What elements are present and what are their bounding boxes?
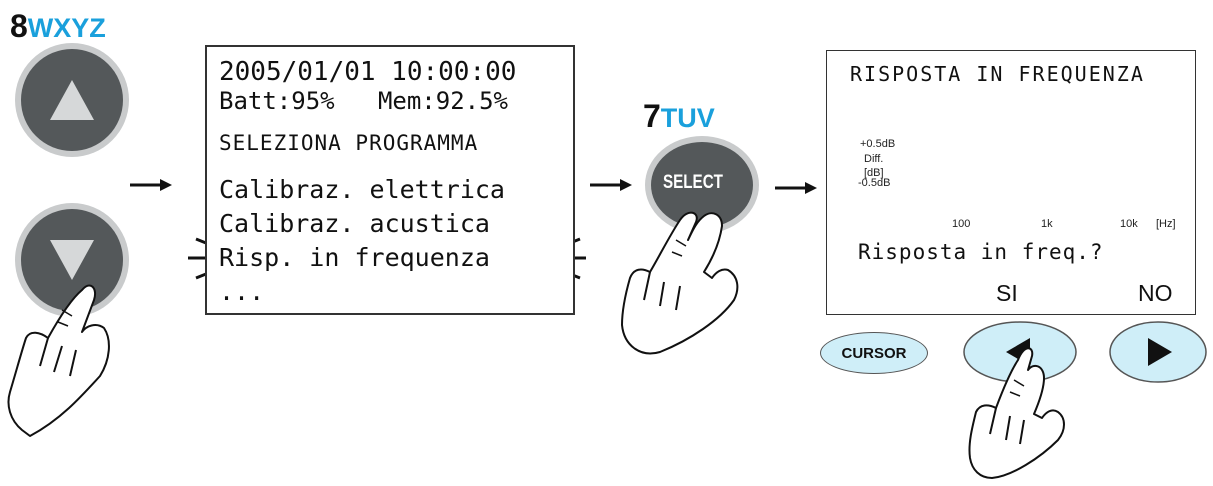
menu-item[interactable]: Calibraz. acustica (219, 209, 490, 238)
select-key-letters: TUV (660, 103, 715, 133)
down-arrow-icon (50, 240, 94, 280)
tick-1k: 1k (1041, 218, 1053, 230)
menu-datetime: 2005/01/01 10:00:00 (219, 57, 517, 87)
up-key-label: 8WXYZ (10, 10, 106, 42)
db-unit-label: [dB] (864, 167, 884, 179)
menu-status: Batt:95% Mem:92.5% (219, 87, 508, 115)
menu-item[interactable]: Calibraz. elettrica (219, 175, 505, 204)
flow-arrow-3 (775, 182, 817, 194)
freq-question: Risposta in freq.? (858, 240, 1104, 264)
select-key-label: SELECT (663, 172, 723, 193)
select-key-number-label: 7TUV (643, 100, 715, 132)
up-key[interactable] (15, 43, 129, 157)
plus-half-db-label: +0.5dB (860, 138, 896, 150)
up-key-letters: WXYZ (27, 13, 106, 43)
diff-label: Diff. (864, 153, 884, 165)
cursor-button[interactable]: CURSOR (820, 332, 928, 374)
softkey-no-label: NO (1138, 280, 1173, 306)
down-key[interactable] (15, 203, 129, 317)
select-key[interactable] (645, 136, 759, 234)
softkey-yes-label: SI (996, 280, 1018, 306)
up-key-number: 8 (10, 8, 28, 44)
menu-item-selected[interactable]: Risp. in frequenza (219, 243, 490, 272)
menu-item[interactable]: ... (219, 277, 265, 306)
up-arrow-icon (50, 80, 94, 120)
cursor-button-label: CURSOR (841, 344, 907, 362)
tick-100: 100 (952, 218, 971, 230)
tick-10k: 10k (1120, 218, 1138, 230)
select-key-number: 7 (643, 98, 661, 134)
hand-icon-right (968, 347, 1065, 479)
hand-icon-left (7, 284, 110, 437)
flow-arrow-1 (130, 179, 172, 191)
right-arrow-icon (1148, 338, 1172, 366)
minus-half-db-label: -0.5dB (858, 177, 891, 189)
menu-screen: 2005/01/01 10:00:00 Batt:95% Mem:92.5% S… (205, 45, 575, 315)
freq-title: RISPOSTA IN FREQUENZA (850, 62, 1145, 86)
hand-icon-middle (621, 211, 739, 355)
menu-heading: SELEZIONA PROGRAMMA (219, 131, 479, 155)
flow-arrow-2 (590, 179, 632, 191)
hz-label: [Hz] (1156, 218, 1176, 230)
forward-key[interactable] (1109, 321, 1207, 383)
freq-screen (826, 50, 1196, 315)
